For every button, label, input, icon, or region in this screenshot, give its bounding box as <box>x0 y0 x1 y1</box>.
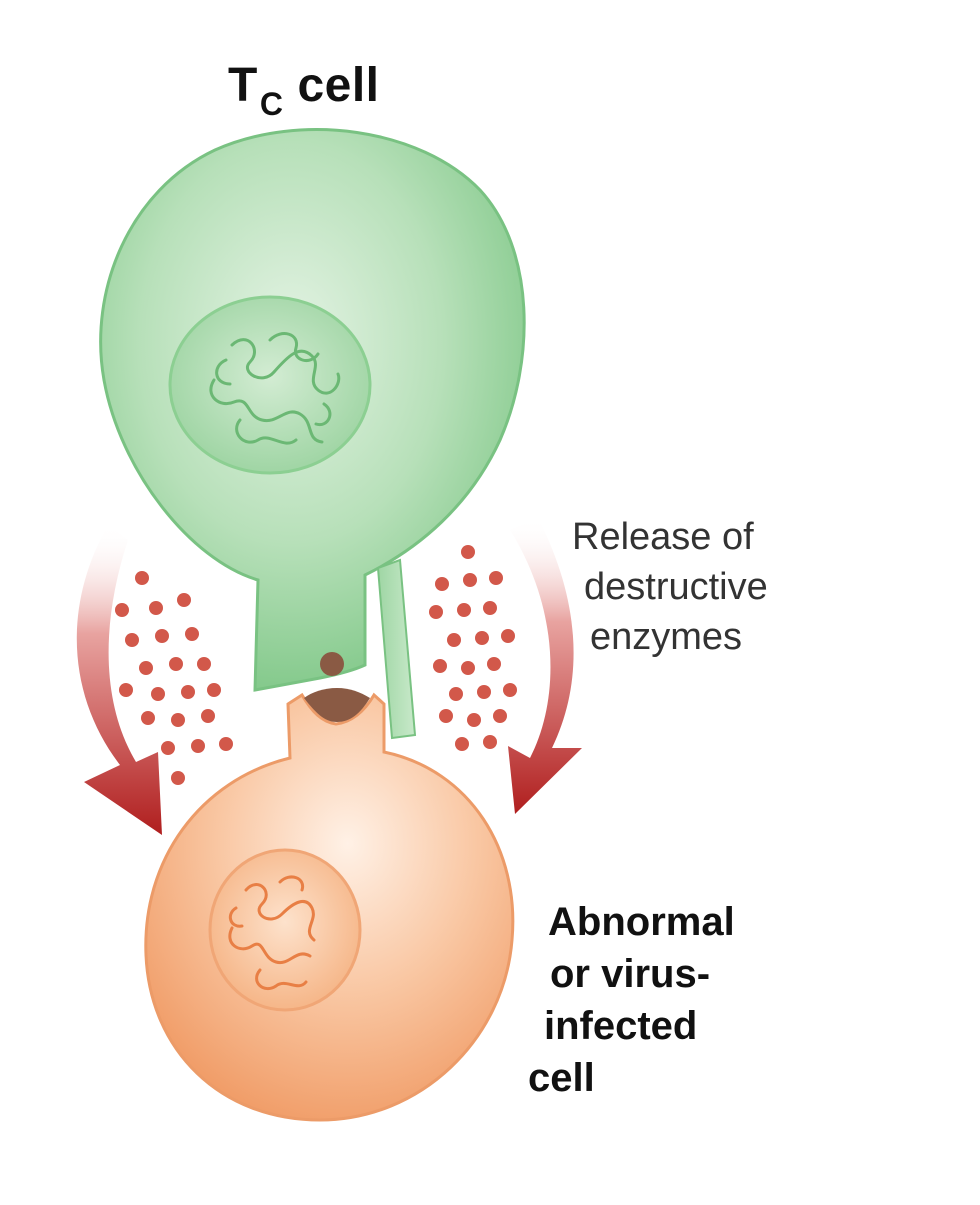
enzyme-dot <box>435 577 449 591</box>
target-line-4: cell <box>528 1056 595 1100</box>
tc-chromatin <box>209 332 341 445</box>
enzyme-dot <box>197 657 211 671</box>
curved-arrow-right <box>508 518 582 814</box>
enzyme-dot <box>475 631 489 645</box>
enzyme-dot <box>429 605 443 619</box>
enzyme-dot <box>487 657 501 671</box>
enzyme-dot <box>139 661 153 675</box>
release-line-3: enzymes <box>590 616 743 658</box>
enzyme-dot <box>503 683 517 697</box>
enzyme-dot <box>455 737 469 751</box>
enzyme-dot <box>155 629 169 643</box>
enzyme-dot <box>171 771 185 785</box>
release-label: Release of destructive enzymes <box>572 512 768 662</box>
release-line-2: destructive <box>584 566 768 608</box>
enzyme-dot <box>439 709 453 723</box>
enzyme-dot <box>483 601 497 615</box>
enzyme-dot <box>433 659 447 673</box>
enzyme-dot <box>467 713 481 727</box>
target-line-2: or virus- <box>550 952 711 996</box>
title-suffix: cell <box>297 59 380 112</box>
enzyme-dot <box>149 601 163 615</box>
curved-arrow-left <box>76 525 162 835</box>
enzyme-dot <box>449 687 463 701</box>
enzyme-dot <box>489 571 503 585</box>
tc-cell-stem <box>376 558 417 740</box>
enzyme-dot <box>201 709 215 723</box>
enzyme-dot <box>181 685 195 699</box>
enzyme-dot <box>135 571 149 585</box>
enzyme-dot <box>119 683 133 697</box>
enzyme-dot <box>171 713 185 727</box>
enzyme-dot <box>125 633 139 647</box>
title-main: T <box>228 59 258 112</box>
antigen-cup <box>304 688 370 722</box>
target-cell-label: Abnormal or virus- infected cell <box>528 896 735 1104</box>
enzyme-dot <box>463 573 477 587</box>
target-line-3: infected <box>544 1004 698 1048</box>
enzyme-dot <box>191 739 205 753</box>
enzyme-dot <box>151 687 165 701</box>
enzyme-dot <box>461 661 475 675</box>
enzyme-dot <box>207 683 221 697</box>
enzyme-dots <box>115 545 517 785</box>
antigen-ball <box>320 652 344 676</box>
enzyme-dot <box>219 737 233 751</box>
enzyme-dot <box>461 545 475 559</box>
target-chromatin <box>228 875 316 991</box>
enzyme-dot <box>161 741 175 755</box>
enzyme-dot <box>141 711 155 725</box>
release-line-1: Release of <box>572 516 754 558</box>
enzyme-dot <box>457 603 471 617</box>
enzyme-dot <box>447 633 461 647</box>
enzyme-dot <box>477 685 491 699</box>
target-line-1: Abnormal <box>548 900 735 944</box>
tc-nucleus <box>168 295 372 475</box>
enzyme-dot <box>501 629 515 643</box>
title-subscript: C <box>259 86 284 122</box>
enzyme-dot <box>483 735 497 749</box>
enzyme-dot <box>177 593 191 607</box>
enzyme-dot <box>185 627 199 641</box>
enzyme-dot <box>115 603 129 617</box>
enzyme-dot <box>169 657 183 671</box>
enzyme-dot <box>493 709 507 723</box>
